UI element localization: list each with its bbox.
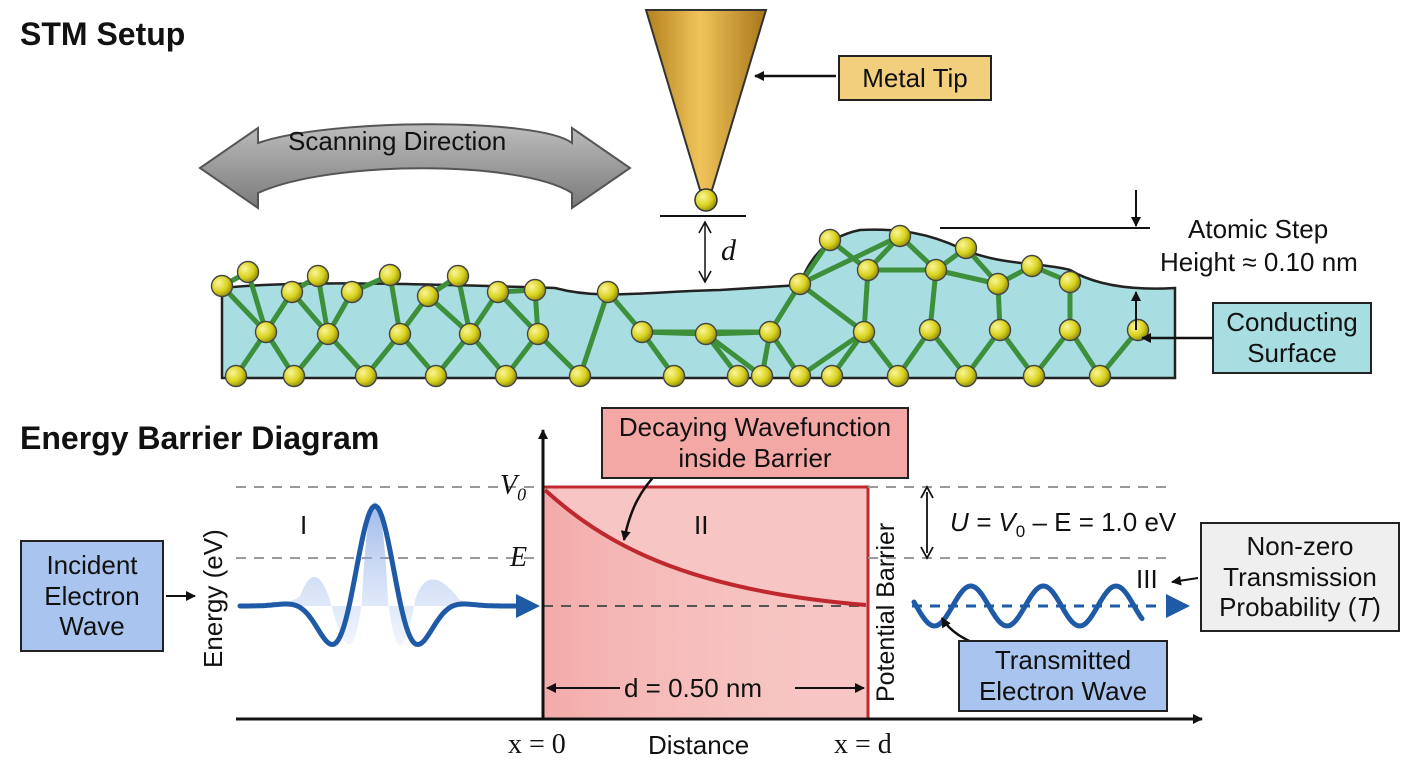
surface-atom [280, 280, 304, 304]
x-axis-label: Distance [648, 730, 750, 760]
surface-atom [886, 364, 910, 388]
gap-symbol: d [721, 234, 736, 267]
surface-atom [316, 322, 340, 346]
tip-atom [694, 188, 718, 212]
surface-atom [758, 320, 782, 344]
surface-atom [924, 258, 948, 282]
transmitted-wave-box: Transmitted Electron Wave [958, 640, 1168, 712]
surface-atom [596, 280, 620, 304]
barrier-width-label: d = 0.50 nm [624, 673, 763, 703]
surface-atom [210, 274, 234, 298]
lattice-bond [798, 329, 866, 379]
u-bracket-bottom-arrow [920, 546, 934, 560]
surface-atom [224, 364, 248, 388]
incident-wave-box: Incident Electron Wave [20, 540, 164, 652]
surface-atom [1020, 254, 1044, 278]
surface-atom [954, 364, 978, 388]
scanning-direction-label: Scanning Direction [288, 126, 507, 156]
lattice-bond [577, 291, 611, 377]
surface-atom [523, 278, 547, 302]
u-formula-lead: U = V [950, 507, 1016, 537]
e-label: E [510, 542, 528, 573]
region-2-label: II [694, 510, 709, 540]
surface-atom [388, 322, 412, 346]
xd-label: x = d [834, 729, 892, 760]
surface-atom [630, 320, 654, 344]
surface-atom [788, 272, 812, 296]
surface-atom [458, 322, 482, 346]
metal-tip [644, 9, 768, 191]
surface-atom [988, 318, 1012, 342]
u-bracket-top-arrow [920, 485, 934, 499]
surface-atom [306, 264, 330, 288]
decaying-wavefunction [543, 488, 867, 607]
surface-atom [818, 228, 842, 252]
surface-atom [954, 236, 978, 260]
y-axis-label: Energy (eV) [198, 529, 228, 668]
surface-atom [852, 320, 876, 344]
stm-section-title: STM Setup [20, 16, 186, 52]
x0-label: x = 0 [508, 729, 566, 760]
u-formula-subscript: 0 [1015, 522, 1026, 542]
surface-atom [340, 280, 364, 304]
surface-atom [416, 284, 440, 308]
surface-atom [1022, 364, 1046, 388]
scanning-direction-arrow [198, 123, 632, 210]
surface-atom [282, 364, 306, 388]
surface-atom [254, 320, 278, 344]
surface-atom [856, 258, 880, 282]
surface-atom [986, 272, 1010, 296]
atomic-lattice [210, 224, 1150, 388]
surface-atom [750, 364, 774, 388]
surface-atom [820, 364, 844, 388]
incident-wave [237, 503, 521, 648]
surface-atom [236, 260, 260, 284]
surface-atom [354, 364, 378, 388]
incident-wave-arrowhead [516, 594, 540, 618]
potential-barrier-label: Potential Barrier [872, 522, 900, 702]
surface-atom [726, 364, 750, 388]
surface-atom [888, 224, 912, 248]
surface-atom [446, 264, 470, 288]
surface-atom [918, 318, 942, 342]
u-formula: U = V0 – E = 1.0 eV [950, 509, 1176, 540]
u-formula-tail: – E = 1.0 eV [1025, 507, 1177, 537]
transmission-pointer-arrow [1171, 575, 1199, 586]
surface-atom [568, 364, 592, 388]
surface-atom [486, 280, 510, 304]
surface-atom [1058, 270, 1082, 294]
decay-callout-box: Decaying Wavefunction inside Barrier [601, 407, 909, 479]
surface-atom [526, 322, 550, 346]
transmission-probability-box: Non-zero Transmission Probability (T) [1200, 522, 1400, 632]
v0-label: V0 [500, 472, 526, 504]
lattice-bond [798, 282, 866, 334]
surface-atom [694, 322, 718, 346]
surface-atom [788, 364, 812, 388]
transmitted-wave-arrowhead [1166, 594, 1190, 618]
conducting-surface-label: Conducting Surface [1212, 302, 1372, 374]
region-3-label: III [1136, 564, 1158, 594]
incident-wave-shading [240, 502, 520, 645]
surface-atom [1088, 364, 1112, 388]
surface-atom [1058, 318, 1082, 342]
step-label-line2: Height ≈ 0.10 nm [1160, 247, 1358, 277]
surface-atom [662, 364, 686, 388]
region-1-label: I [300, 510, 308, 540]
surface-atom [378, 263, 402, 287]
surface-atom [424, 364, 448, 388]
v0-symbol: V [500, 470, 518, 501]
lattice-bond [798, 233, 902, 287]
v0-subscript: 0 [517, 484, 527, 505]
conducting-surface [220, 228, 1177, 380]
energy-section-title: Energy Barrier Diagram [20, 420, 380, 456]
lattice-bond [704, 332, 764, 378]
metal-tip-label: Metal Tip [838, 55, 992, 101]
step-label-line1: Atomic Step [1188, 214, 1329, 244]
surface-atom [494, 364, 518, 388]
